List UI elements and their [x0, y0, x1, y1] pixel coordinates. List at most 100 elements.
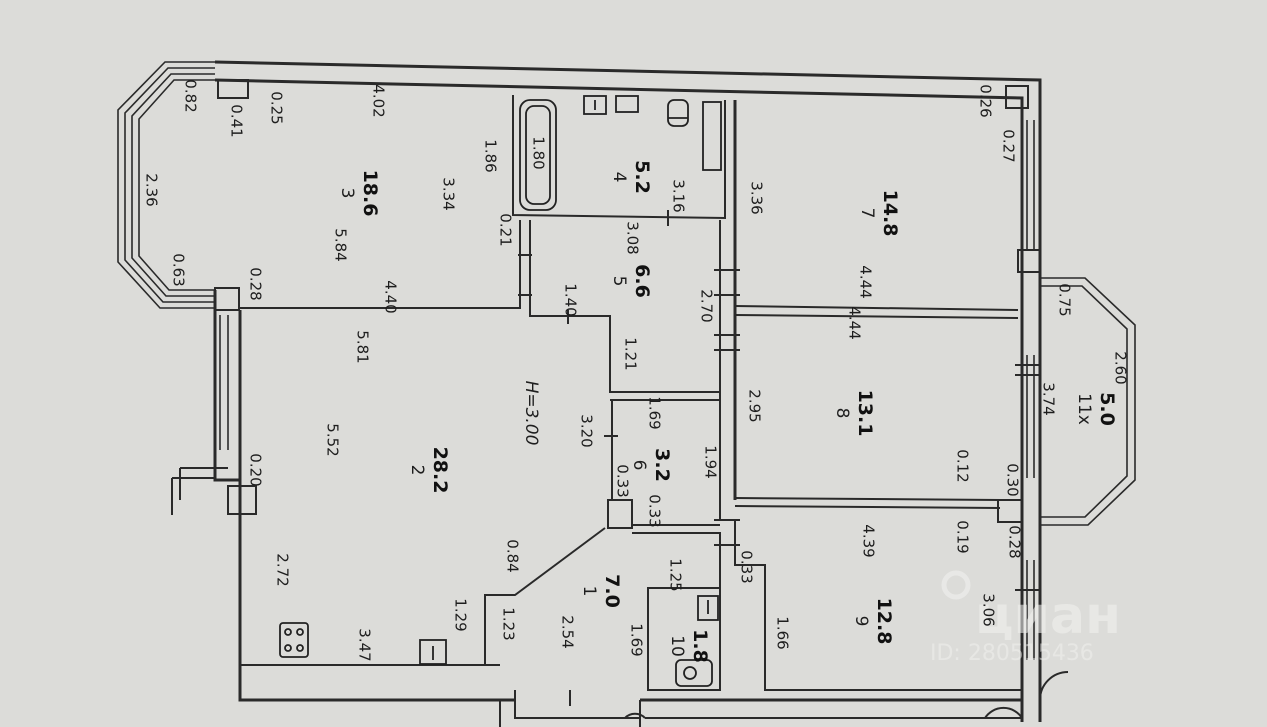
dim-label: 3.06	[980, 593, 998, 626]
dim-label: 0.21	[497, 213, 515, 246]
dim-label: 0.63	[170, 253, 188, 286]
svg-text:1: 1	[579, 586, 599, 597]
svg-text:H=3.00: H=3.00	[521, 381, 541, 446]
svg-text:9: 9	[851, 616, 871, 627]
door-markers	[518, 210, 1040, 706]
dim-label: 0.27	[1000, 129, 1018, 162]
dim-label: 0.19	[954, 520, 972, 553]
room-5-label: 5 6.6	[609, 264, 653, 298]
stove-symbol	[279, 622, 309, 658]
sink-symbol	[583, 95, 639, 115]
left-facade-windows	[171, 287, 257, 515]
svg-text:7.0: 7.0	[601, 574, 623, 608]
dim-label: 3.20	[578, 414, 596, 447]
svg-text:1.8: 1.8	[689, 629, 711, 663]
svg-text:18.6: 18.6	[359, 170, 381, 217]
watermark-brand: циан	[975, 586, 1121, 646]
room-8-label: 8 13.1	[832, 390, 876, 437]
dim-label: 0.33	[614, 464, 632, 497]
dim-label: 0.28	[1006, 525, 1024, 558]
dim-label: 5.81	[354, 330, 372, 363]
svg-text:6: 6	[629, 460, 649, 471]
dim-label: 1.40	[562, 283, 580, 316]
dim-label: 0.28	[247, 267, 265, 300]
ceiling-height-label: H=3.00	[521, 381, 541, 446]
dim-label: 1.86	[482, 139, 500, 172]
dimension-labels: 0.82 0.41 0.25 4.02 2.36 1.86 1.80 3.34 …	[143, 79, 1130, 661]
svg-text:4: 4	[609, 172, 629, 183]
room-6-label: 6 3.2	[629, 448, 673, 482]
dim-label: 0.33	[738, 550, 756, 583]
dim-label: 2.72	[274, 553, 292, 586]
dim-label: 3.08	[624, 221, 642, 254]
dim-label: 0.33	[646, 494, 664, 527]
dim-label: 0.30	[1004, 463, 1022, 496]
room-labels: 3 18.6 4 5.2 5 6.6 7 14.8 8 13.1 2 28.2 …	[337, 160, 1118, 663]
svg-text:3: 3	[337, 188, 357, 199]
dim-label: 0.26	[977, 84, 995, 117]
svg-text:5.0: 5.0	[1096, 392, 1118, 426]
dim-label: 3.47	[356, 628, 374, 661]
entrance-door	[499, 671, 1069, 727]
dim-label: 0.84	[504, 539, 522, 572]
room-11-label: 11х 5.0	[1074, 392, 1118, 426]
dim-label: 4.02	[370, 84, 388, 117]
svg-text:14.8: 14.8	[879, 190, 901, 237]
dim-label: 2.60	[1112, 351, 1130, 384]
room-1-label: 1 7.0	[579, 574, 623, 608]
room-9-label: 9 12.8	[851, 598, 895, 645]
dim-label: 3.34	[440, 177, 458, 210]
ventilation-shaft	[702, 101, 722, 171]
room-4-label: 4 5.2	[609, 160, 653, 194]
dim-label: 1.21	[622, 337, 640, 370]
dim-label: 0.82	[182, 79, 200, 112]
dim-label: 4.40	[382, 280, 400, 313]
dim-label: 3.36	[748, 181, 766, 214]
room-10-label: 10 1.8	[667, 629, 711, 663]
kitchen-sink-symbol	[419, 639, 447, 665]
dim-label: 1.80	[530, 136, 548, 169]
watermark: циан ID: 280515436	[930, 570, 1121, 666]
svg-text:12.8: 12.8	[873, 598, 895, 645]
svg-text:2: 2	[407, 465, 427, 476]
dim-label: 1.94	[702, 445, 720, 478]
svg-text:7: 7	[857, 208, 877, 219]
dim-label: 1.66	[774, 616, 792, 649]
bathtub-symbol	[519, 99, 557, 211]
svg-text:8: 8	[832, 408, 852, 419]
dim-label: 1.69	[646, 396, 664, 429]
svg-text:28.2: 28.2	[429, 447, 451, 494]
dim-label: 3.74	[1040, 382, 1058, 415]
dim-label: 3.16	[670, 179, 688, 212]
svg-text:3.2: 3.2	[651, 448, 673, 482]
dim-label: 1.25	[667, 558, 685, 591]
dim-label: 4.44	[857, 265, 875, 298]
svg-text:13.1: 13.1	[854, 390, 876, 437]
dim-label: 1.69	[628, 623, 646, 656]
dim-label: 5.84	[332, 228, 350, 261]
dim-label: 0.12	[954, 449, 972, 482]
dim-label: 4.44	[846, 306, 864, 339]
svg-text:10: 10	[667, 635, 687, 657]
room-2-label: 2 28.2	[407, 447, 451, 494]
dim-label: 0.75	[1056, 283, 1074, 316]
room-3-label: 3 18.6	[337, 170, 381, 217]
dim-label: 0.25	[268, 91, 286, 124]
bay-window-room-3	[117, 61, 215, 309]
room-7-label: 7 14.8	[857, 190, 901, 237]
wc-fixtures	[675, 595, 719, 687]
watermark-listing-id: ID: 280515436	[930, 641, 1094, 666]
svg-text:5.2: 5.2	[631, 160, 653, 194]
svg-text:11х: 11х	[1074, 393, 1094, 425]
dim-label: 1.29	[452, 598, 470, 631]
dim-label: 0.20	[247, 453, 265, 486]
columns	[217, 79, 633, 529]
svg-text:5: 5	[609, 276, 629, 287]
svg-text:6.6: 6.6	[631, 264, 653, 298]
dim-label: 1.23	[500, 607, 518, 640]
bay-window-room-11	[1040, 277, 1136, 526]
toilet-symbol	[667, 99, 689, 127]
dim-label: 5.52	[324, 423, 342, 456]
